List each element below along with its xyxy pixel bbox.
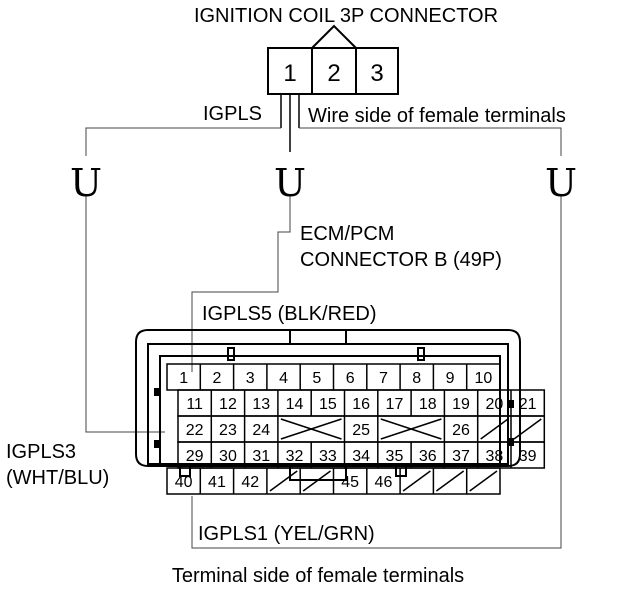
terminal-18: 18 [419, 396, 437, 413]
terminal-14: 14 [286, 396, 304, 413]
terminal-10: 10 [474, 370, 492, 387]
routing-wires [85, 127, 562, 549]
terminal-46: 46 [375, 474, 393, 491]
terminal-23: 23 [219, 422, 237, 439]
igpls5-label: IGPLS5 (BLK/RED) [202, 303, 377, 325]
ign-pin-3: 3 [370, 60, 383, 87]
terminal-20: 20 [485, 396, 503, 413]
terminal-31: 31 [252, 448, 270, 465]
terminal-17: 17 [386, 396, 404, 413]
terminal-29: 29 [186, 448, 204, 465]
probe-symbol-left: U [70, 161, 102, 205]
terminal-41: 41 [208, 474, 226, 491]
terminal-38: 38 [485, 448, 503, 465]
blank-terminal-mark [435, 470, 465, 492]
terminal-45: 45 [341, 474, 359, 491]
igpls1-label: IGPLS1 (YEL/GRN) [198, 523, 375, 545]
ign-pin-1: 1 [283, 60, 296, 87]
terminal-12: 12 [219, 396, 237, 413]
wire-side-note: Wire side of female terminals [308, 105, 566, 127]
ecm-title-line1: ECM/PCM [300, 223, 394, 245]
terminal-24: 24 [252, 422, 270, 439]
terminal-36: 36 [419, 448, 437, 465]
terminal-21: 21 [519, 396, 537, 413]
blank-terminal-cross [280, 418, 342, 440]
probe-symbol-right: U [545, 161, 577, 205]
terminal-26: 26 [452, 422, 470, 439]
terminal-11: 11 [186, 396, 203, 413]
blank-terminal-mark [269, 470, 298, 492]
igpls3-label-line1: IGPLS3 [6, 441, 76, 463]
terminal-33: 33 [319, 448, 337, 465]
terminal-4: 4 [279, 370, 288, 387]
terminal-32: 32 [286, 448, 304, 465]
pin1-wires [280, 94, 300, 152]
terminal-6: 6 [346, 370, 355, 387]
terminal-40: 40 [175, 474, 193, 491]
terminal-37: 37 [452, 448, 470, 465]
terminal-9: 9 [446, 370, 455, 387]
ignition-connector-title: IGNITION COIL 3P CONNECTOR [194, 5, 498, 27]
terminal-34: 34 [352, 448, 370, 465]
blank-terminal-mark [513, 418, 542, 440]
blank-terminal-mark [402, 470, 431, 492]
terminal-25: 25 [352, 422, 370, 439]
ign-pin-2: 2 [327, 60, 340, 87]
terminal-5: 5 [312, 370, 321, 387]
terminal-35: 35 [386, 448, 404, 465]
terminal-7: 7 [379, 370, 388, 387]
terminal-3: 3 [246, 370, 255, 387]
igpls3-label-line2: (WHT/BLU) [6, 467, 109, 489]
probe-symbol-center: U [274, 161, 306, 205]
terminal-39: 39 [519, 448, 537, 465]
blank-terminal-mark [469, 470, 498, 492]
ecm-title-line2: CONNECTOR B (49P) [300, 249, 502, 271]
blank-terminal-mark [480, 418, 509, 440]
terminal-42: 42 [241, 474, 259, 491]
blank-terminal-cross [380, 418, 442, 440]
terminal-15: 15 [319, 396, 337, 413]
terminal-22: 22 [186, 422, 204, 439]
ignition-3p-connector [267, 24, 399, 95]
terminal-16: 16 [352, 396, 370, 413]
igpls-label: IGPLS [203, 103, 262, 125]
terminal-13: 13 [252, 396, 270, 413]
terminal-19: 19 [452, 396, 470, 413]
blank-terminal-mark [302, 470, 331, 492]
terminal-1: 1 [179, 370, 188, 387]
terminal-8: 8 [412, 370, 421, 387]
footer-caption: Terminal side of female terminals [172, 565, 464, 587]
terminal-2: 2 [212, 370, 221, 387]
terminal-30: 30 [219, 448, 237, 465]
